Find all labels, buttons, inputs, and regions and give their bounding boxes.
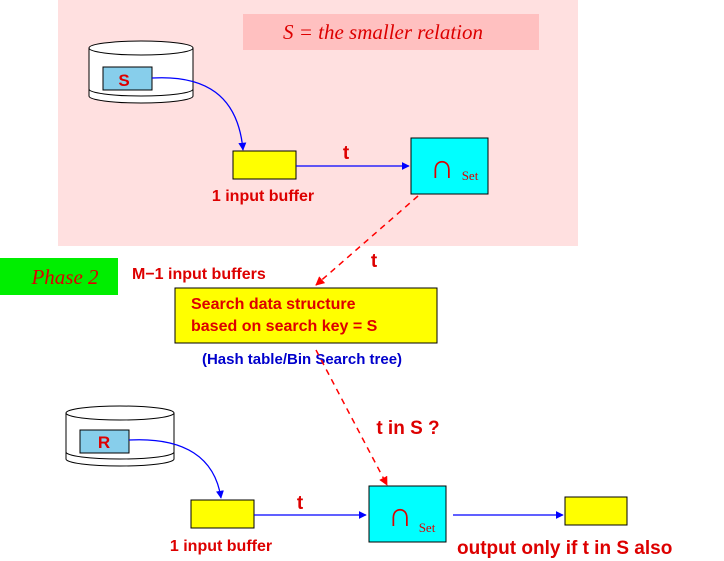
search-structure-caption: (Hash table/Bin Search tree) bbox=[202, 351, 402, 368]
phase2-input-buffer bbox=[190, 499, 255, 529]
search-structure-line2: based on search key = S bbox=[191, 318, 378, 335]
membership-question-label: t in S ? bbox=[376, 418, 439, 439]
relation-r-label-box bbox=[79, 429, 130, 454]
phase2-buffers-label: M−1 input buffers bbox=[132, 266, 266, 283]
phase2-badge-box bbox=[0, 258, 118, 295]
search-structure-line1: Search data structure bbox=[191, 296, 356, 313]
phase1-intersection-subscript: Set bbox=[462, 168, 479, 183]
phase2-badge: Phase 2 bbox=[30, 265, 99, 289]
dashed-arrow-op-to-structure bbox=[315, 195, 419, 286]
phase1-buffer-label: 1 input buffer bbox=[212, 188, 314, 205]
relation-s-label-box bbox=[102, 66, 153, 91]
phase1-intersection-box bbox=[410, 137, 489, 195]
phase2-intersection-symbol: ∩ bbox=[388, 497, 413, 534]
arrow-r-to-buffer bbox=[128, 439, 224, 499]
title-box bbox=[243, 14, 539, 50]
output-label: output only if t in S also bbox=[457, 538, 672, 559]
dashed-arrow-structure-to-op bbox=[315, 349, 388, 486]
output-buffer bbox=[564, 496, 628, 526]
phase2-buffer-label: 1 input buffer bbox=[170, 538, 272, 555]
relation-s-label: S bbox=[118, 71, 129, 90]
phase1-edge-label: t bbox=[343, 143, 350, 164]
search-structure-box bbox=[174, 287, 438, 344]
title-text: S = the smaller relation bbox=[283, 20, 483, 44]
phase2-intersection-subscript: Set bbox=[419, 520, 436, 535]
phase2-edge-label: t bbox=[297, 493, 304, 514]
relation-r-label: R bbox=[98, 433, 110, 452]
phase1-intersection-symbol: ∩ bbox=[430, 149, 455, 186]
phase2-intersection-box bbox=[368, 485, 447, 543]
phase2-probe-edge-label: t bbox=[371, 251, 378, 272]
arrow-s-to-buffer bbox=[151, 77, 247, 151]
phase1-input-buffer bbox=[232, 150, 297, 180]
